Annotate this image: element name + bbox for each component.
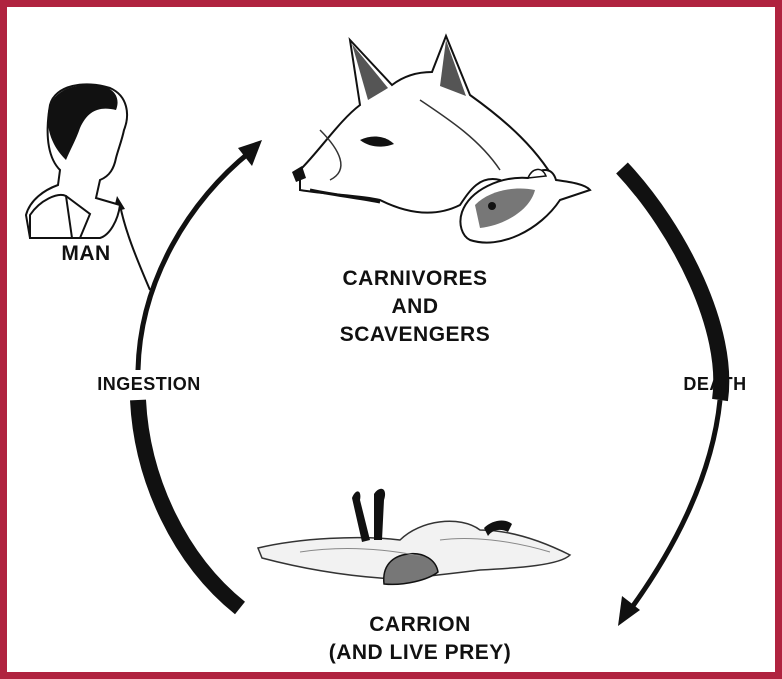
carrion-label-line1: CARRION: [270, 611, 570, 639]
carnivores-label: CARNIVORES AND SCAVENGERS: [300, 265, 530, 349]
carnivores-label-line3: SCAVENGERS: [300, 321, 530, 349]
carrion-label-line2: (AND LIVE PREY): [270, 639, 570, 667]
carnivores-label-line2: AND: [300, 293, 530, 321]
death-label: DEATH: [660, 374, 770, 395]
man-label: MAN: [30, 242, 142, 266]
carrion-icon: [258, 489, 570, 585]
ingestion-label: INGESTION: [64, 374, 234, 395]
carnivores-label-line1: CARNIVORES: [300, 265, 530, 293]
man-icon: [26, 84, 127, 238]
carrion-label: CARRION (AND LIVE PREY): [270, 611, 570, 667]
death-arrow: [618, 168, 721, 626]
